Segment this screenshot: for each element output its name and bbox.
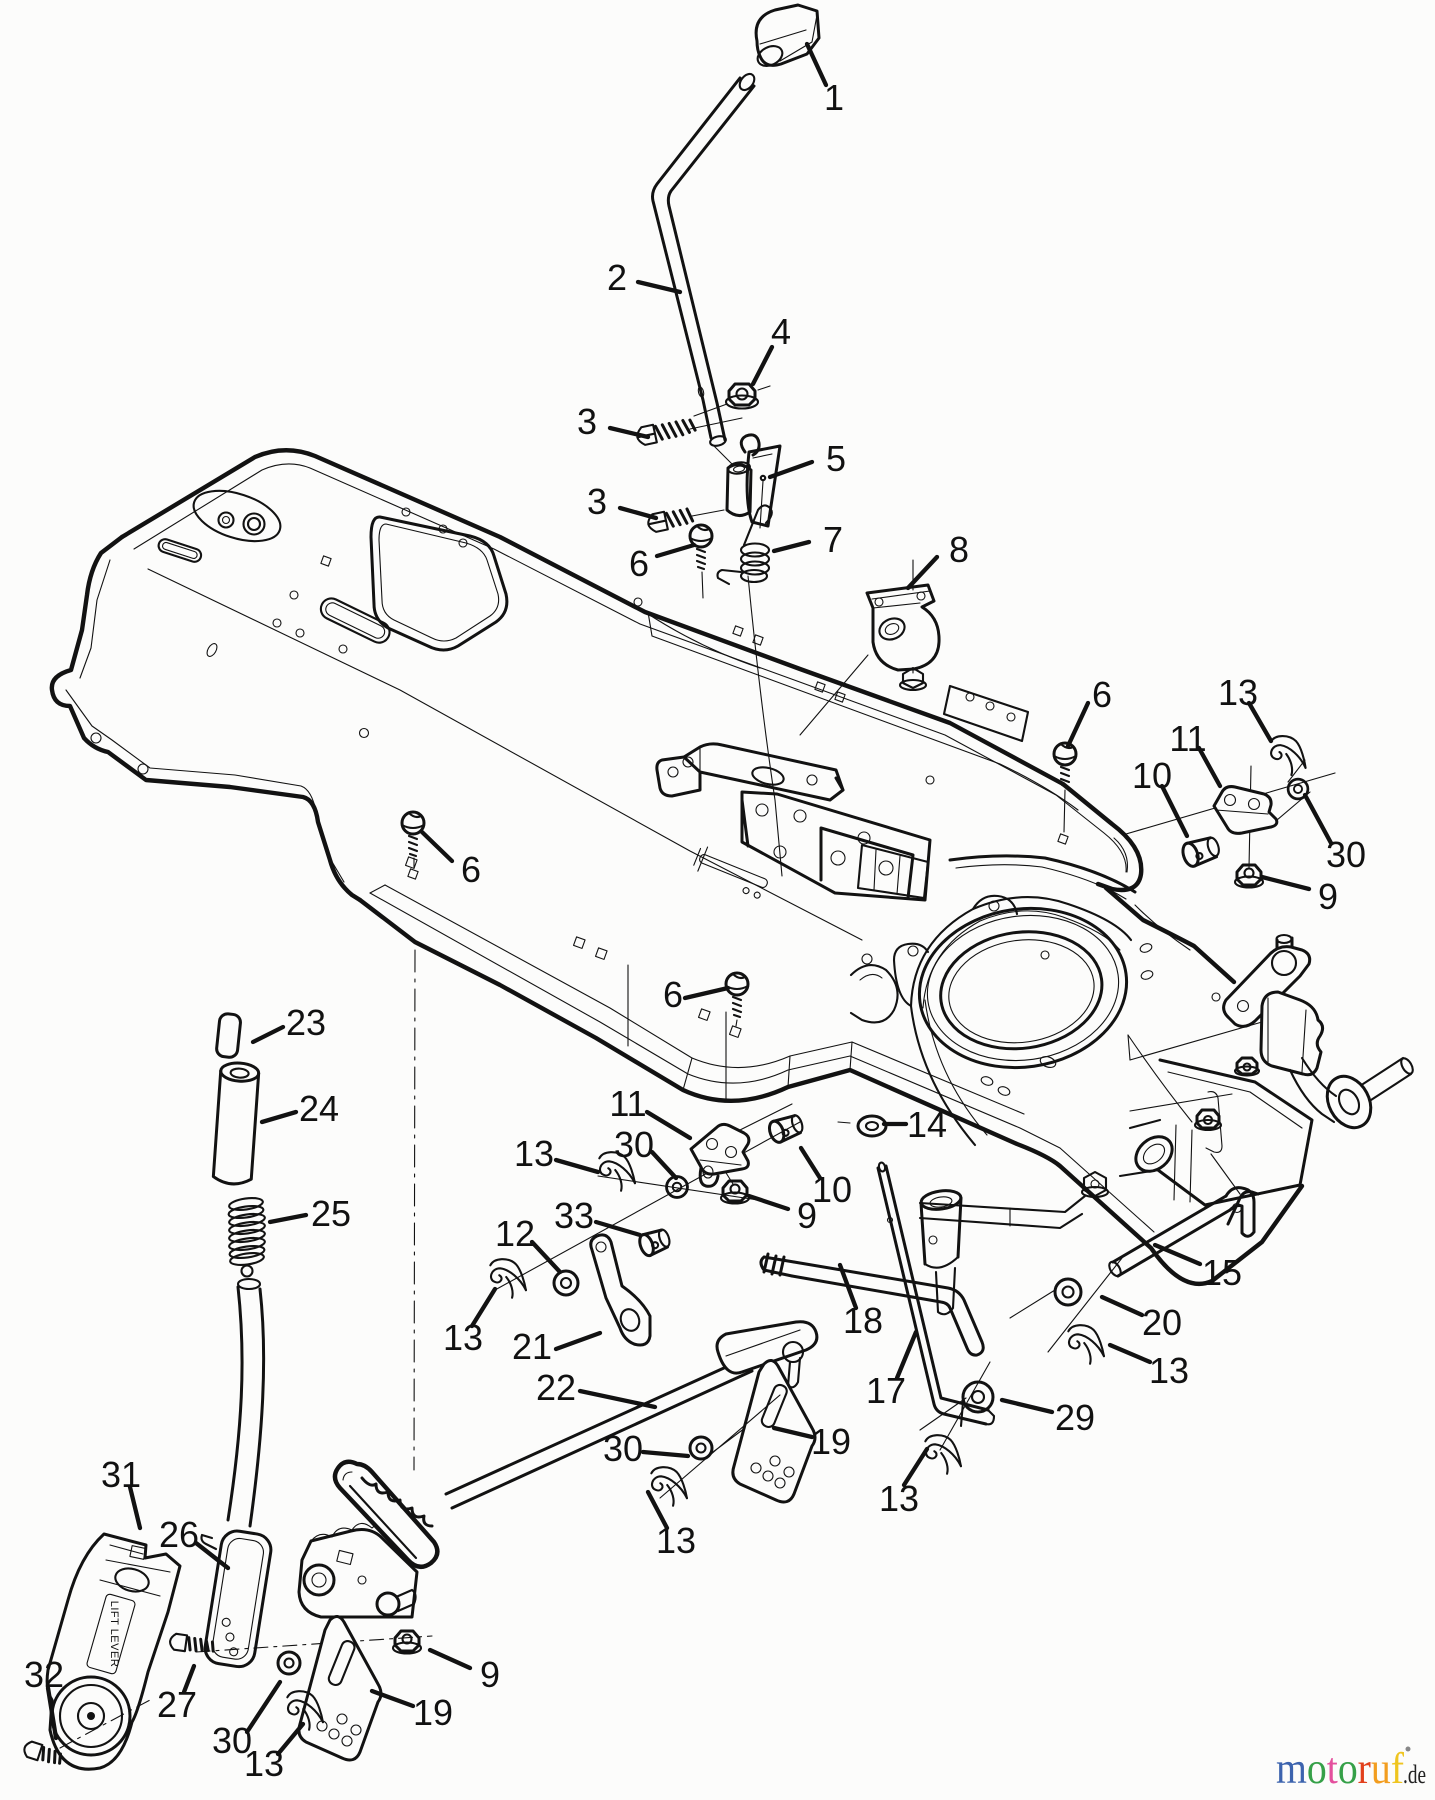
svg-text:24: 24 xyxy=(299,1088,339,1129)
svg-text:19: 19 xyxy=(413,1692,453,1733)
svg-text:15: 15 xyxy=(1202,1252,1242,1293)
svg-text:13: 13 xyxy=(443,1317,483,1358)
svg-text:8: 8 xyxy=(949,529,969,570)
svg-text:30: 30 xyxy=(614,1124,654,1165)
svg-text:11: 11 xyxy=(1169,718,1206,759)
svg-text:20: 20 xyxy=(1142,1302,1182,1343)
svg-text:14: 14 xyxy=(907,1104,947,1145)
svg-text:31: 31 xyxy=(101,1454,141,1495)
svg-text:4: 4 xyxy=(771,311,791,352)
svg-text:3: 3 xyxy=(587,481,607,522)
svg-text:22: 22 xyxy=(536,1367,576,1408)
svg-text:9: 9 xyxy=(480,1654,500,1695)
svg-text:10: 10 xyxy=(812,1169,852,1210)
svg-text:3: 3 xyxy=(577,401,597,442)
svg-text:13: 13 xyxy=(244,1743,284,1784)
svg-text:30: 30 xyxy=(212,1720,252,1761)
svg-text:21: 21 xyxy=(512,1326,552,1367)
svg-text:13: 13 xyxy=(1149,1350,1189,1391)
svg-text:6: 6 xyxy=(461,849,481,890)
svg-text:.de: .de xyxy=(1403,1760,1426,1789)
svg-text:6: 6 xyxy=(629,543,649,584)
svg-text:13: 13 xyxy=(656,1520,696,1561)
svg-text:1: 1 xyxy=(824,77,844,118)
svg-text:13: 13 xyxy=(514,1133,554,1174)
svg-text:25: 25 xyxy=(311,1193,351,1234)
svg-text:13: 13 xyxy=(1218,672,1258,713)
svg-text:32: 32 xyxy=(24,1654,64,1695)
svg-text:18: 18 xyxy=(843,1300,883,1341)
svg-text:13: 13 xyxy=(879,1478,919,1519)
svg-text:26: 26 xyxy=(159,1514,199,1555)
svg-text:19: 19 xyxy=(811,1421,851,1462)
svg-text:10: 10 xyxy=(1132,755,1172,796)
svg-text:motoruf: motoruf xyxy=(1276,1744,1404,1793)
svg-text:27: 27 xyxy=(157,1684,197,1725)
svg-text:12: 12 xyxy=(495,1213,535,1254)
svg-text:7: 7 xyxy=(823,519,843,560)
svg-text:30: 30 xyxy=(1326,834,1366,875)
svg-text:LIFT LEVER: LIFT LEVER xyxy=(108,1601,120,1668)
svg-text:23: 23 xyxy=(286,1002,326,1043)
svg-text:30: 30 xyxy=(603,1428,643,1469)
svg-text:11: 11 xyxy=(609,1083,646,1124)
svg-text:33: 33 xyxy=(554,1195,594,1236)
svg-text:9: 9 xyxy=(797,1195,817,1236)
svg-text:17: 17 xyxy=(866,1370,906,1411)
svg-text:29: 29 xyxy=(1055,1397,1095,1438)
svg-text:6: 6 xyxy=(1092,674,1112,715)
svg-text:5: 5 xyxy=(826,438,846,479)
svg-text:6: 6 xyxy=(663,974,683,1015)
svg-text:9: 9 xyxy=(1318,876,1338,917)
svg-text:2: 2 xyxy=(607,257,627,298)
